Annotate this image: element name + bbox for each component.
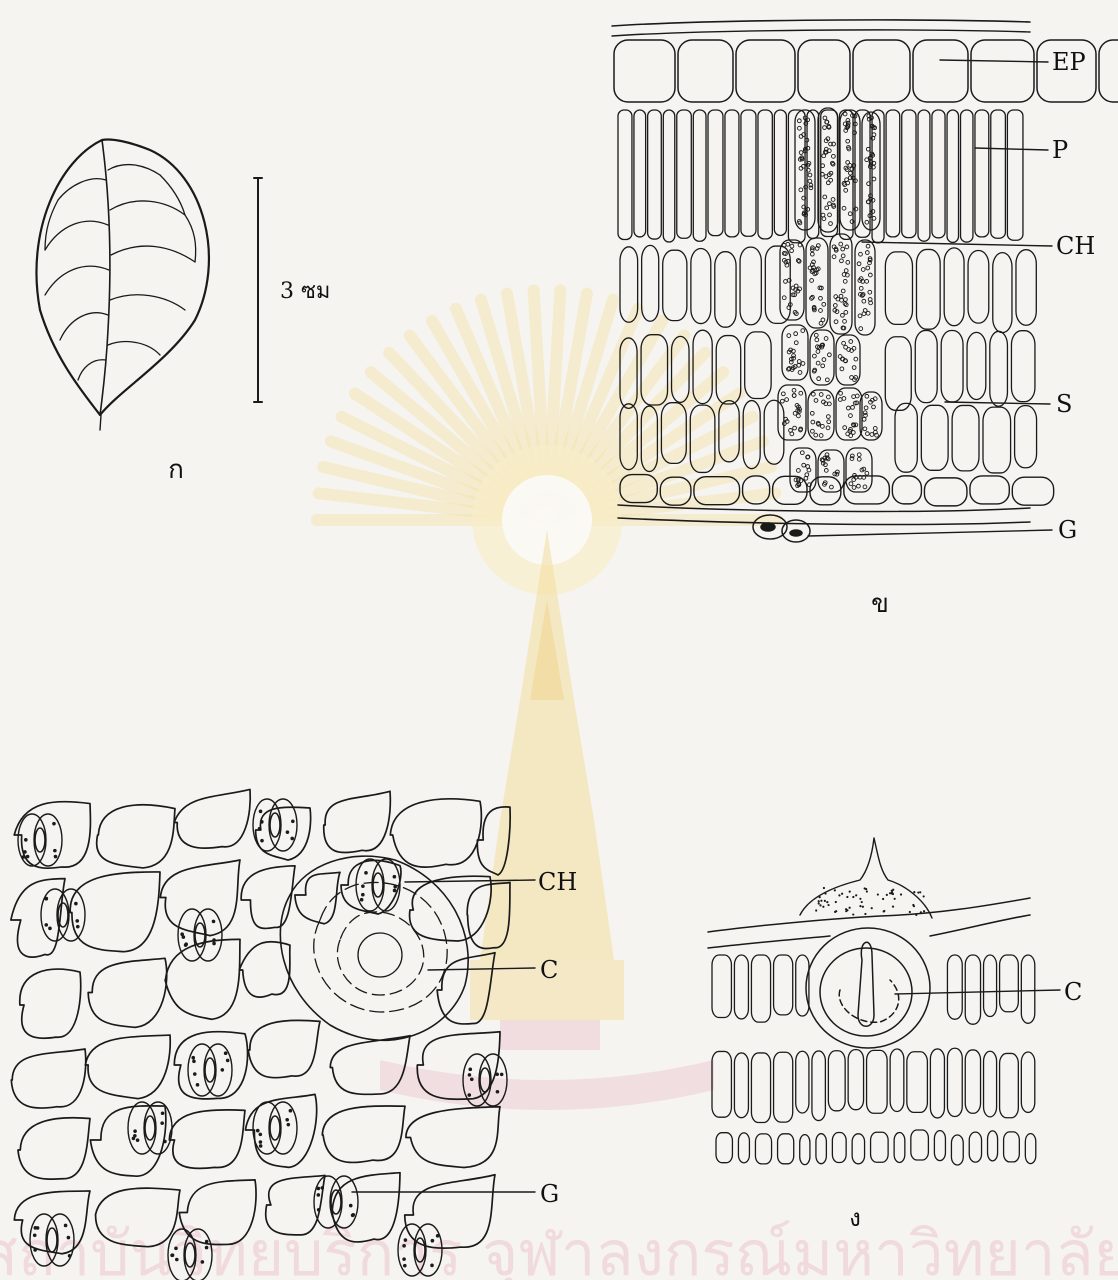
upper-epidermis <box>614 40 1118 102</box>
label-ch-b: CH <box>1056 232 1095 260</box>
panel-d-caption: ง <box>849 1204 861 1232</box>
label-c-d: C <box>1064 978 1082 1006</box>
label-g-c: G <box>540 1180 559 1208</box>
epidermal-cells <box>11 789 510 1253</box>
leaf-outline <box>36 139 208 415</box>
trichome-texture <box>815 887 925 916</box>
panel-a-leaf: 3 ซม ก <box>36 139 330 485</box>
label-ch-c: CH <box>538 868 577 896</box>
label-g-b: G <box>1058 516 1077 544</box>
chlorenchyma-cells <box>778 108 882 492</box>
crystal-cluster <box>280 856 468 1040</box>
watermark-text: สถาบันวิทยบริการ จุฬาลงกรณ์มหาวิทยาลัย <box>0 1217 1118 1280</box>
panel-b-cross-section: EP P CH S G ข <box>612 20 1118 619</box>
panel-b-caption: ข <box>871 589 889 619</box>
scale-label: 3 ซม <box>280 279 330 304</box>
label-p: P <box>1052 136 1068 164</box>
cuticle-top <box>612 20 1030 26</box>
leaf-midrib <box>100 140 110 415</box>
label-c-c: C <box>540 956 558 984</box>
palisade-layer <box>618 110 1023 243</box>
university-emblem-watermark: สถาบันวิทยบริการ จุฬาลงกรณ์มหาวิทยาลัย <box>0 290 1118 1280</box>
mesophyll-cells <box>712 955 1036 1165</box>
panel-c-surface-view: CH C G <box>11 789 577 1280</box>
label-s: S <box>1056 390 1072 418</box>
panel-a-caption: ก <box>168 455 184 485</box>
label-ep: EP <box>1052 48 1086 76</box>
crystal-idioblast <box>806 928 930 1048</box>
panel-d-crystal-section: C ง <box>708 838 1082 1232</box>
